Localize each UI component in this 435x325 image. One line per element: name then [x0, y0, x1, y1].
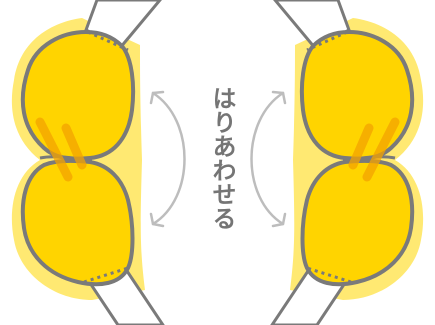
right-upper-lobe [302, 32, 412, 159]
left-upper-lobe [23, 32, 133, 159]
curved-double-arrow-icon [252, 92, 286, 226]
right-piece [272, 0, 423, 325]
instruction-label: はりあわせる [199, 78, 235, 238]
curved-double-arrow-icon [151, 92, 185, 226]
left-piece [12, 0, 163, 325]
